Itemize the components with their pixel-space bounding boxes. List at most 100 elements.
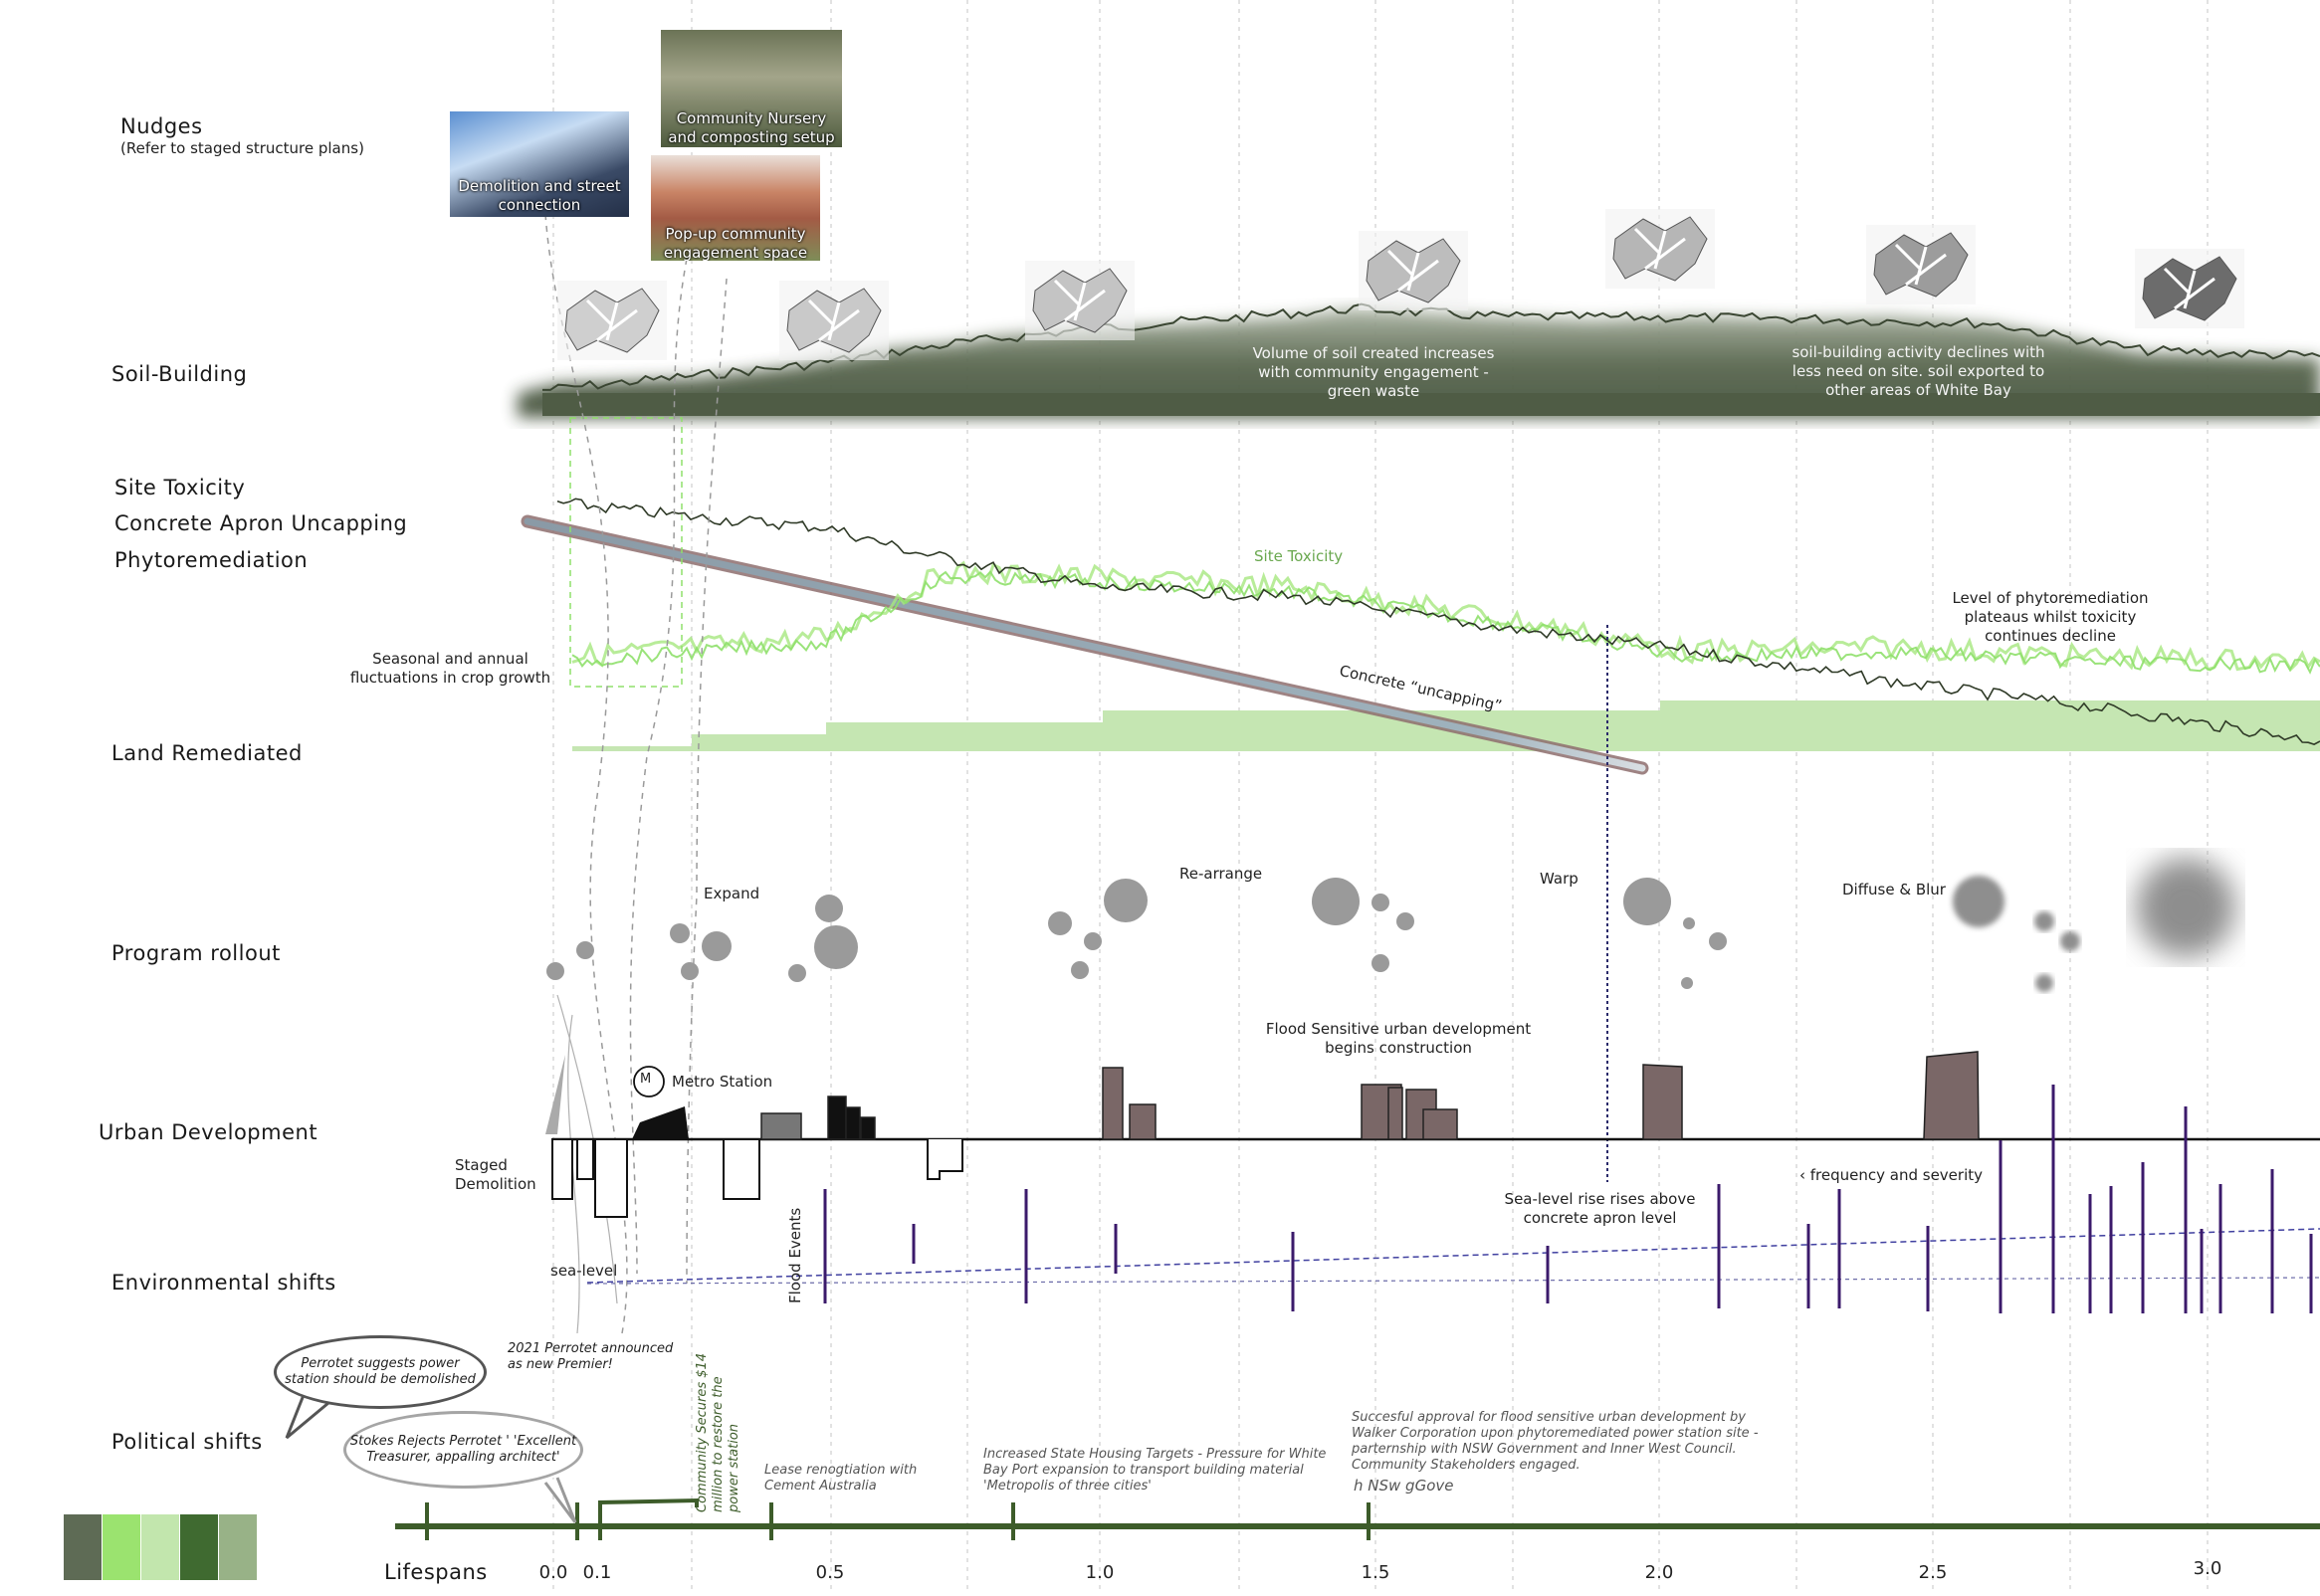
map-thumbnail-drawing — [1025, 261, 1135, 340]
program-circle — [670, 923, 690, 943]
approval-note: Succesful approval for flood sensitive u… — [1352, 1410, 1759, 1473]
nudge-demolition: Demolition and street connection — [450, 111, 629, 217]
program-circle — [1683, 917, 1695, 929]
building — [1923, 1051, 1980, 1140]
program-circle — [1371, 894, 1389, 911]
soil-map-thumbnail — [779, 281, 889, 360]
program-circle — [815, 895, 843, 922]
palette-swatch — [64, 1514, 102, 1580]
vertical-gridlines — [552, 0, 2209, 1592]
row-label-program-rollout: Program rollout — [111, 941, 281, 965]
nsw-note: h NSw gGove — [1354, 1477, 1454, 1495]
program-circle — [1371, 954, 1389, 972]
program-circle — [681, 962, 699, 980]
demolition-block — [551, 1138, 573, 1200]
bubble-stokes-text: Stokes Rejects Perrotet ' 'Excellent Tre… — [349, 1434, 577, 1465]
tick-label-2-5: 2.5 — [1918, 1562, 1948, 1583]
row-label-environmental-shifts: Environmental shifts — [111, 1271, 336, 1295]
program-circle — [1396, 912, 1414, 930]
soil-map-thumbnail — [1025, 261, 1135, 340]
soil-building-mound — [518, 302, 2320, 418]
row-label-urban-development: Urban Development — [99, 1120, 318, 1144]
tick-label-2-0: 2.0 — [1644, 1562, 1674, 1583]
tick-label-0-1: 0.1 — [582, 1562, 612, 1583]
map-thumbnail-drawing — [1866, 225, 1976, 304]
staged-demolition-label: Staged Demolition — [455, 1156, 536, 1193]
program-circle — [1104, 879, 1148, 922]
demolition-block — [723, 1138, 760, 1200]
palette-swatch — [219, 1514, 257, 1580]
palette-swatch — [180, 1514, 218, 1580]
bubble-perrotet-text: Perrotet suggests power station should b… — [285, 1356, 476, 1387]
row-label-site-toxicity: Site Toxicity — [114, 476, 246, 499]
program-diffuse-label: Diffuse & Blur — [1842, 881, 1946, 898]
program-circle-blurred — [2060, 931, 2080, 951]
row-label-land-remediated: Land Remediated — [111, 741, 303, 765]
program-circle — [1312, 878, 1360, 925]
building — [1387, 1087, 1403, 1140]
program-rollout-circles — [546, 858, 2235, 992]
tick-label-0-0: 0.0 — [538, 1562, 568, 1583]
tick-label-0-5: 0.5 — [815, 1562, 845, 1583]
site-toxicity-line — [556, 498, 2320, 745]
program-warp-label: Warp — [1540, 870, 1579, 888]
tick-label-3-0: 3.0 — [2193, 1558, 2222, 1579]
concrete-uncapping-pipe — [521, 514, 1649, 775]
program-circle — [1623, 878, 1671, 925]
map-thumbnail-drawing — [1359, 231, 1468, 310]
program-circle — [1681, 977, 1693, 989]
map-thumbnail-drawing — [557, 281, 667, 360]
premier-note: 2021 Perrotet announced as new Premier! — [508, 1341, 674, 1372]
tick-label-1-5: 1.5 — [1361, 1562, 1390, 1583]
row-sublabel-nudges: (Refer to staged structure plans) — [120, 139, 364, 157]
seasonal-highlight-box — [569, 417, 683, 688]
program-expand-label: Expand — [704, 885, 760, 902]
lease-note: Lease renogtiation with Cement Australia — [764, 1463, 918, 1494]
program-rearrange-label: Re-arrange — [1179, 865, 1263, 883]
soil-map-thumbnail — [1359, 231, 1468, 310]
program-circle — [814, 925, 858, 969]
row-label-political-shifts: Political shifts — [111, 1430, 263, 1454]
row-label-nudges: Nudges — [120, 114, 203, 138]
building — [827, 1096, 847, 1140]
urban-buildings — [545, 1051, 1980, 1218]
community-secures-note: Community Secures $14 million to restore… — [695, 1352, 741, 1512]
phyto-plateau-note: Level of phytoremediation plateaus whils… — [1952, 589, 2149, 645]
program-circle-blurred — [1953, 876, 2004, 927]
building — [860, 1116, 876, 1140]
soil-map-thumbnail — [1605, 209, 1715, 289]
housing-note: Increased State Housing Targets - Pressu… — [983, 1447, 1327, 1494]
program-circle — [788, 964, 806, 982]
row-label-soil-building: Soil-Building — [111, 362, 248, 386]
speech-bubble-stokes: Stokes Rejects Perrotet ' 'Excellent Tre… — [343, 1411, 583, 1489]
tick-label-1-0: 1.0 — [1085, 1562, 1115, 1583]
program-circle — [1071, 961, 1089, 979]
demolition-block — [594, 1138, 628, 1218]
speech-bubble-perrotet: Perrotet suggests power station should b… — [274, 1335, 487, 1409]
flood-events-label: Flood Events — [786, 1207, 804, 1303]
building — [1422, 1108, 1458, 1140]
nudge-popup-space-label: Pop-up community engagement space — [663, 225, 808, 261]
flood-event-bars — [823, 1085, 2313, 1313]
demolition-block — [927, 1139, 963, 1180]
soil-map-thumbnail — [2135, 249, 2244, 328]
program-circle-blurred — [2136, 858, 2235, 957]
program-circle — [1084, 932, 1102, 950]
program-circle — [702, 931, 732, 961]
metro-station-icon — [633, 1066, 665, 1097]
sea-level-lines — [586, 1228, 2320, 1285]
nudge-community-nursery: Community Nursery and composting setup — [661, 30, 842, 147]
map-thumbnail-drawing — [2135, 249, 2244, 328]
building — [1129, 1103, 1157, 1140]
palette-swatch — [141, 1514, 179, 1580]
building — [1102, 1067, 1124, 1140]
flood-dev-note: Flood Sensitive urban development begins… — [1265, 1020, 1532, 1057]
row-label-lifespans: Lifespans — [384, 1560, 488, 1584]
row-label-phytoremediation: Phytoremediation — [114, 548, 309, 572]
soil-note-declines: soil-building activity declines with les… — [1792, 343, 2045, 399]
lifespan-axis — [395, 1497, 2320, 1540]
nudge-popup-space: Pop-up community engagement space — [651, 155, 820, 261]
program-circle — [1048, 911, 1072, 935]
nudge-community-nursery-label: Community Nursery and composting setup — [668, 109, 835, 146]
program-circle — [576, 941, 594, 959]
